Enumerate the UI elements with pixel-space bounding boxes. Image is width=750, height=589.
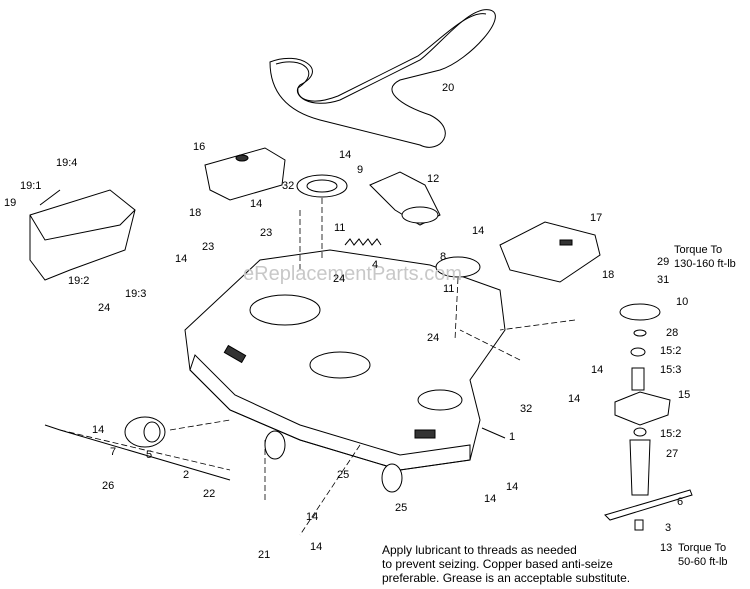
callout-15-2a: 15:2 <box>660 345 681 357</box>
callout-13: 13 <box>660 542 672 554</box>
spindle-pulley <box>619 303 661 321</box>
discharge-chute <box>29 189 136 281</box>
callout-32b: 32 <box>520 403 532 415</box>
callout-16: 16 <box>193 141 205 153</box>
callout-14e: 14 <box>591 364 603 376</box>
callout-12: 12 <box>427 173 439 185</box>
callout-32a: 32 <box>282 180 294 192</box>
callout-24a: 24 <box>333 273 345 285</box>
callout-17: 17 <box>590 212 602 224</box>
callout-27: 27 <box>666 448 678 460</box>
callout-31: 31 <box>657 274 669 286</box>
belt-cover-left <box>204 147 286 201</box>
callout-14i: 14 <box>484 493 496 505</box>
callout-7: 7 <box>110 446 116 458</box>
callout-22: 22 <box>203 488 215 500</box>
torque-top-line2: 130-160 ft-lb <box>674 258 736 270</box>
callout-19: 19 <box>4 197 16 209</box>
callout-19-4: 19:4 <box>56 157 77 169</box>
note-line-2: to prevent seizing. Copper based anti-se… <box>382 557 613 571</box>
mower-blade <box>604 489 693 521</box>
belt-cover-right <box>499 221 601 283</box>
callout-24c: 24 <box>427 332 439 344</box>
callout-18a: 18 <box>189 207 201 219</box>
callout-21: 21 <box>258 549 270 561</box>
callout-23a: 23 <box>260 227 272 239</box>
callout-15: 15 <box>678 389 690 401</box>
callout-23b: 23 <box>202 241 214 253</box>
callout-25b: 25 <box>395 502 407 514</box>
pulley-9 <box>296 174 348 198</box>
front-caster-wheel <box>124 416 166 448</box>
callout-25a: 25 <box>337 469 349 481</box>
callout-11b: 11 <box>443 283 454 295</box>
note-line-3: preferable. Grease is an acceptable subs… <box>382 571 630 585</box>
callout-9: 9 <box>357 164 363 176</box>
callout-14h: 14 <box>506 481 518 493</box>
callout-29: 29 <box>657 256 669 268</box>
callout-19-1: 19:1 <box>20 180 41 192</box>
belt <box>269 9 496 148</box>
callout-15-2b: 15:2 <box>660 428 681 440</box>
callout-26: 26 <box>102 480 114 492</box>
callout-14b: 14 <box>250 198 262 210</box>
callout-3: 3 <box>665 522 671 534</box>
callout-20: 20 <box>442 82 454 94</box>
callout-2: 2 <box>183 469 189 481</box>
watermark: eReplacementParts.com <box>243 263 462 285</box>
callout-14j: 14 <box>306 511 318 523</box>
callout-14g: 14 <box>92 424 104 436</box>
callout-19-2: 19:2 <box>68 275 89 287</box>
spring <box>344 238 382 246</box>
callout-28: 28 <box>666 327 678 339</box>
callout-15-3: 15:3 <box>660 364 681 376</box>
torque-bottom-line1: Torque To <box>678 542 726 554</box>
callout-11a: 11 <box>334 222 345 234</box>
callout-8: 8 <box>440 251 446 263</box>
callout-1: 1 <box>509 431 515 443</box>
spindle-housing <box>614 391 671 426</box>
callout-14a: 14 <box>339 149 351 161</box>
callout-14f: 14 <box>568 393 580 405</box>
callout-5: 5 <box>146 449 152 461</box>
note-line-1: Apply lubricant to threads as needed <box>382 543 577 557</box>
callout-19-3: 19:3 <box>125 288 146 300</box>
callout-6: 6 <box>677 496 683 508</box>
callout-14c: 14 <box>472 225 484 237</box>
callout-24b: 24 <box>98 302 110 314</box>
callout-10: 10 <box>676 296 688 308</box>
callout-18b: 18 <box>602 269 614 281</box>
pulley-8 <box>435 256 481 278</box>
callout-4: 4 <box>372 259 378 271</box>
callout-14d: 14 <box>175 253 187 265</box>
torque-top-line1: Torque To <box>674 244 722 256</box>
torque-bottom-line2: 50-60 ft-lb <box>678 556 728 568</box>
callout-14k: 14 <box>310 541 322 553</box>
